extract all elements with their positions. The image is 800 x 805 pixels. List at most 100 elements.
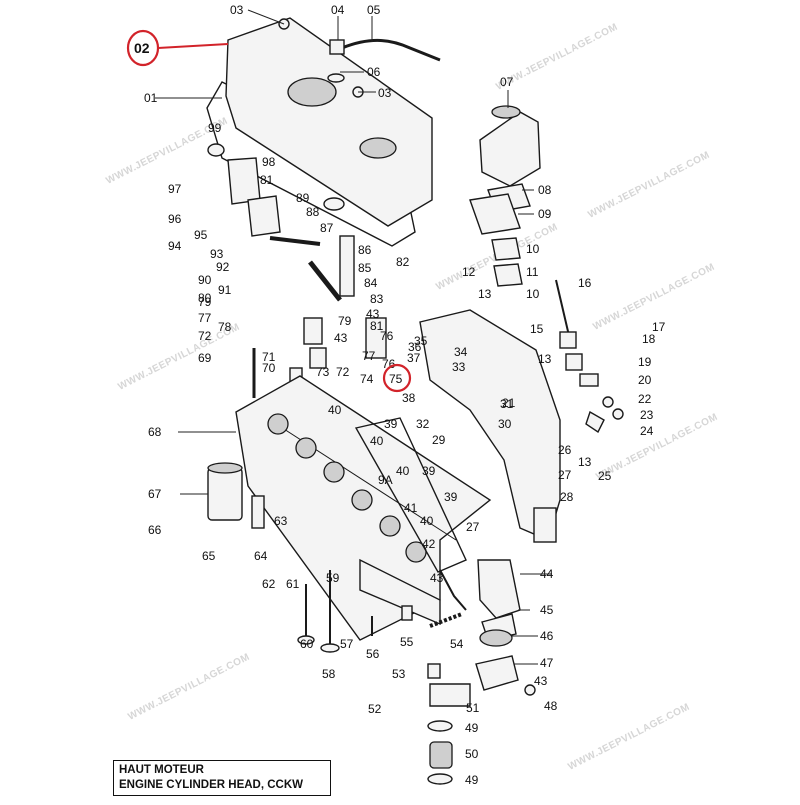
callout: 27 bbox=[558, 468, 572, 482]
washer bbox=[323, 197, 345, 211]
stud bbox=[401, 605, 413, 621]
callout: 34 bbox=[454, 345, 468, 359]
callout: 33 bbox=[452, 360, 466, 374]
callout: 22 bbox=[638, 392, 652, 406]
callout: 58 bbox=[322, 667, 336, 681]
callout: 69 bbox=[198, 351, 212, 365]
callout: 49 bbox=[465, 721, 479, 735]
callout: 16 bbox=[578, 276, 592, 290]
valve-cover-emblem bbox=[287, 77, 337, 107]
highlight-leader bbox=[157, 43, 229, 49]
callout: 40 bbox=[328, 403, 342, 417]
callout: 81 bbox=[260, 173, 274, 187]
callout: 61 bbox=[286, 577, 300, 591]
valve-spring bbox=[303, 317, 323, 345]
highlight-label: 02 bbox=[134, 40, 150, 56]
callout: 43 bbox=[334, 331, 348, 345]
water-outlet-elbow bbox=[477, 559, 521, 619]
manifold-rod bbox=[555, 279, 571, 341]
callout: 99 bbox=[208, 121, 222, 135]
callout: 96 bbox=[168, 212, 182, 226]
callout: 59 bbox=[326, 571, 340, 585]
highlight-circle bbox=[382, 363, 412, 393]
callout: 44 bbox=[540, 567, 554, 581]
callout: 87 bbox=[320, 221, 334, 235]
callout: 37 bbox=[407, 351, 421, 365]
callout: 98 bbox=[262, 155, 276, 169]
callout: 80 bbox=[198, 291, 212, 305]
callout: 71 bbox=[262, 350, 276, 364]
thermostat bbox=[479, 629, 513, 647]
callout: 46 bbox=[540, 629, 554, 643]
callout: 79 bbox=[198, 295, 212, 309]
callout: 43 bbox=[366, 307, 380, 321]
callout: 27 bbox=[466, 520, 480, 534]
watermark: WWW.JEEPVILLAGE.COM bbox=[586, 150, 711, 221]
carburetor bbox=[479, 111, 541, 187]
elbow-fitting bbox=[559, 331, 577, 349]
callout: 18 bbox=[642, 332, 656, 346]
pipe-elbow bbox=[329, 39, 345, 55]
leader-lines bbox=[155, 9, 552, 665]
callout: 36 bbox=[408, 340, 422, 354]
valve-head bbox=[297, 635, 315, 645]
callout: 39 bbox=[444, 490, 458, 504]
watermark: WWW.JEEPVILLAGE.COM bbox=[594, 412, 719, 483]
oil-filter bbox=[207, 467, 243, 521]
callout: 77 bbox=[362, 349, 376, 363]
bypass-hose bbox=[429, 741, 453, 769]
callout: 29 bbox=[432, 433, 446, 447]
callout: 66 bbox=[148, 523, 162, 537]
callout: 63 bbox=[274, 514, 288, 528]
breather-pipe bbox=[341, 38, 441, 62]
callout: 72 bbox=[336, 365, 350, 379]
combustion-chamber bbox=[351, 489, 373, 511]
callout: 47 bbox=[540, 656, 554, 670]
carburetor-throat bbox=[491, 105, 521, 119]
callout: 60 bbox=[300, 637, 314, 651]
callout: 95 bbox=[194, 228, 208, 242]
callout: 26 bbox=[558, 443, 572, 457]
callout: 45 bbox=[540, 603, 554, 617]
callout: 70 bbox=[262, 361, 276, 375]
lock-plate bbox=[585, 410, 605, 434]
callout: 11 bbox=[526, 265, 539, 279]
flange-gasket bbox=[493, 263, 523, 287]
callout: 20 bbox=[638, 373, 652, 387]
callout: 12 bbox=[462, 265, 476, 279]
callout: 91 bbox=[218, 283, 232, 297]
rocker-bracket bbox=[227, 157, 261, 205]
callout: 10 bbox=[526, 242, 540, 256]
callout: 23 bbox=[640, 408, 654, 422]
adapter bbox=[427, 663, 441, 679]
callout: 38 bbox=[402, 391, 416, 405]
callout: 35 bbox=[414, 334, 428, 348]
manifold-flange bbox=[533, 507, 557, 543]
oil-filter-top bbox=[207, 462, 243, 474]
callout: 07 bbox=[500, 75, 514, 89]
callout: 81 bbox=[370, 319, 384, 333]
callout: 41 bbox=[404, 501, 418, 515]
valve-spring-seat bbox=[309, 347, 327, 369]
callout: 76 bbox=[380, 329, 394, 343]
callout: 78 bbox=[218, 320, 232, 334]
watermark: WWW.JEEPVILLAGE.COM bbox=[566, 702, 691, 773]
flange-gasket bbox=[491, 237, 521, 261]
rocker-arm bbox=[365, 317, 387, 359]
callout: 92 bbox=[216, 260, 230, 274]
watermark: WWW.JEEPVILLAGE.COM bbox=[126, 652, 251, 723]
callout: 94 bbox=[168, 239, 182, 253]
callout: 17 bbox=[652, 320, 666, 334]
highlight-label: 75 bbox=[389, 372, 403, 386]
hose-clamp bbox=[427, 720, 453, 732]
callout: 05 bbox=[367, 3, 381, 17]
callout: 88 bbox=[306, 205, 320, 219]
washer bbox=[612, 408, 624, 420]
callout-labels: 01 03 03 04 05 06 07 08 09 10 10 11 12 1… bbox=[144, 3, 666, 787]
callout: 76 bbox=[382, 357, 396, 371]
hose-clamp bbox=[427, 773, 453, 785]
callout: 72 bbox=[198, 329, 212, 343]
combustion-chamber bbox=[267, 413, 289, 435]
callout: 08 bbox=[538, 183, 552, 197]
